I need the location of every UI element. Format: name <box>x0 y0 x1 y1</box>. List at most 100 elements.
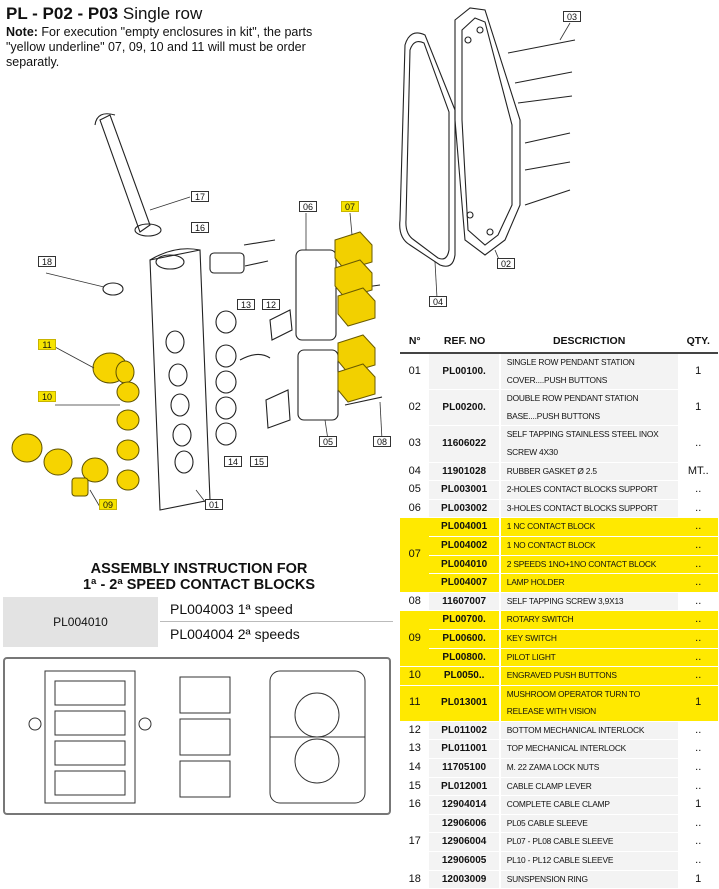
support-05 <box>297 349 339 421</box>
assembly-table: PL004010 PL004003 1ª speed PL004004 2ª s… <box>3 597 393 647</box>
row-description: 1 NO CONTACT BLOCK <box>498 536 679 556</box>
row-ref: 12003009 <box>429 870 500 889</box>
row-description: 3-HOLES CONTACT BLOCKS SUPPORT <box>498 499 679 519</box>
row-qty: .. <box>678 629 718 649</box>
row-qty: 1 <box>678 685 718 722</box>
row-number: 15 <box>400 777 430 797</box>
assembly-drawing-frame <box>3 657 391 815</box>
row-ref: 11606022 <box>429 425 500 463</box>
row-description: KEY SWITCH <box>498 629 679 649</box>
callout-18: 18 <box>38 256 56 267</box>
row-qty: 1 <box>678 353 718 391</box>
col-desc: DESCRICTION <box>499 332 679 354</box>
row-description: SELF TAPPING SCREW 3,9X13 <box>498 592 679 612</box>
callout-04: 04 <box>429 296 447 307</box>
row-qty: .. <box>678 517 718 537</box>
row-qty: .. <box>678 592 718 612</box>
row-ref: PL00600. <box>429 629 500 649</box>
row-number: 02 <box>400 389 430 427</box>
row-description: SUNSPENSION RING <box>498 870 679 889</box>
callout-05: 05 <box>319 436 337 447</box>
col-n: N° <box>400 332 430 354</box>
row-ref: 12906004 <box>429 832 500 853</box>
row-description: TOP MECHANICAL INTERLOCK <box>498 739 679 760</box>
pendant-base <box>454 7 521 256</box>
parts-table-header: N° REF. NO DESCRICTION QTY. <box>400 332 718 354</box>
suspension-ring <box>102 282 124 296</box>
row-number: 17 <box>400 814 430 871</box>
row-ref: PL00100. <box>429 353 500 391</box>
row-description: COMPLETE CABLE CLAMP <box>498 795 679 815</box>
row-ref: 12906006 <box>429 814 500 834</box>
row-qty: .. <box>678 666 718 686</box>
callout-15: 15 <box>250 456 268 467</box>
row-number: 13 <box>400 739 430 760</box>
callout-12: 12 <box>262 299 280 310</box>
row-number: 06 <box>400 499 430 519</box>
row-qty: .. <box>678 832 718 853</box>
row-ref: 12904014 <box>429 795 500 815</box>
row-number: 12 <box>400 721 430 741</box>
callout-06: 06 <box>299 201 317 212</box>
row-ref: PL012001 <box>429 777 500 797</box>
row-number: 09 <box>400 610 430 668</box>
cable-sleeve <box>99 114 151 233</box>
row-ref: 12906005 <box>429 851 500 871</box>
row-description: DOUBLE ROW PENDANT STATION BASE....PUSH … <box>498 389 679 427</box>
row-description: ROTARY SWITCH <box>498 610 679 630</box>
row-number: 04 <box>400 462 430 482</box>
row-ref: PL004002 <box>429 536 500 556</box>
table-row: PL00600.KEY SWITCH.. <box>400 629 718 649</box>
assembly-row-1: PL004003 1ª speed <box>160 597 393 622</box>
row-number: 11 <box>400 685 430 722</box>
support-06 <box>295 249 337 341</box>
row-description: M. 22 ZAMA LOCK NUTS <box>498 758 679 778</box>
row-description: CABLE CLAMP LEVER <box>498 777 679 797</box>
row-number: 07 <box>400 517 430 593</box>
page-title: PL - P02 - P03 Single row <box>6 4 203 23</box>
row-qty: .. <box>678 777 718 797</box>
assembly-title: ASSEMBLY INSTRUCTION FOR 1ª - 2ª SPEED C… <box>82 561 315 593</box>
row-ref: PL00800. <box>429 648 500 668</box>
col-ref: REF. NO <box>429 332 500 354</box>
row-qty: .. <box>678 499 718 519</box>
callout-09: 09 <box>99 499 117 510</box>
row-qty: .. <box>678 573 718 593</box>
callout-13: 13 <box>237 299 255 310</box>
row-ref: 11901028 <box>429 462 500 482</box>
row-ref: PL004010 <box>429 555 500 575</box>
row-qty: .. <box>678 758 718 778</box>
row-ref: 11607007 <box>429 592 500 612</box>
assembly-drawing <box>28 670 366 804</box>
row-qty: 1 <box>678 389 718 427</box>
row-ref: PL0050.. <box>429 666 500 686</box>
row-description: RUBBER GASKET Ø 2.5 <box>498 462 679 482</box>
row-qty: 1 <box>678 795 718 815</box>
pendant-cover <box>149 249 211 511</box>
row-description: MUSHROOM OPERATOR TURN TO RELEASE WITH V… <box>498 685 679 722</box>
callout-11: 11 <box>38 339 56 350</box>
row-ref: PL013001 <box>429 685 500 722</box>
row-description: BOTTOM MECHANICAL INTERLOCK <box>498 721 679 741</box>
row-qty: .. <box>678 555 718 575</box>
row-ref: PL00200. <box>429 389 500 427</box>
assembly-row-2: PL004004 2ª speeds <box>170 626 300 642</box>
row-ref: PL003001 <box>429 480 500 500</box>
row-qty: .. <box>678 610 718 630</box>
